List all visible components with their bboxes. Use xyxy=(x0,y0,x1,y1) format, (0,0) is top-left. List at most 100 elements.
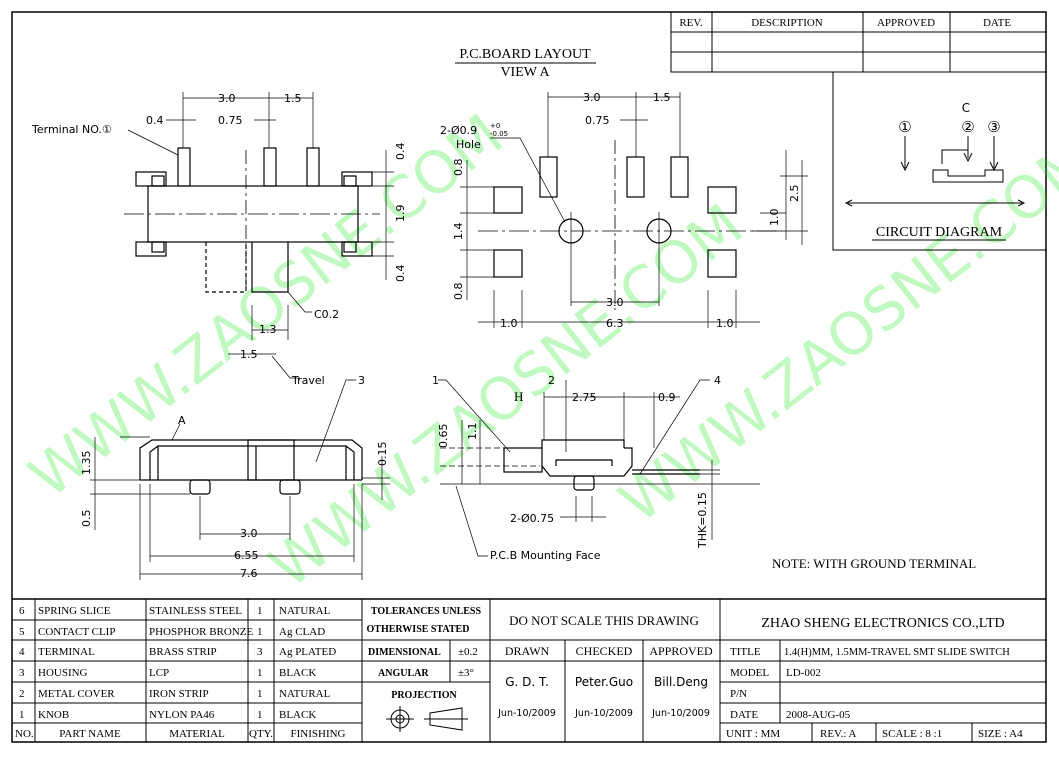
bom-row-part: TERMINAL xyxy=(38,646,95,658)
bom-row-part: SPRING SLICE xyxy=(38,605,111,617)
bom-header-qty: QTY. xyxy=(249,728,273,740)
pcb-hole-tol-minus: -0.05 xyxy=(490,130,508,138)
checked-header: CHECKED xyxy=(576,644,633,658)
bom-header-no: NO. xyxy=(15,728,34,740)
top-dim-0-75: 0.75 xyxy=(218,114,243,127)
approved-by: Bill.Deng xyxy=(654,675,708,689)
sheet-border xyxy=(11,11,1047,743)
top-dim-1-3: 1.3 xyxy=(259,323,277,336)
bom-row-qty: 1 xyxy=(257,667,263,679)
front-dim-6-55: 6.55 xyxy=(234,549,259,562)
top-dim-right-1-9: 1.9 xyxy=(394,205,407,223)
circuit-diagram-title: CIRCUIT DIAGRAM xyxy=(876,225,1003,240)
bom-row-no: 4 xyxy=(19,646,25,658)
do-not-scale-notice: DO NOT SCALE THIS DRAWING xyxy=(509,613,699,628)
rev-header: REV. xyxy=(679,17,703,29)
title-value: 1.4(H)MM, 1.5MM-TRAVEL SMT SLIDE SWITCH xyxy=(784,647,1010,658)
model-label: MODEL xyxy=(730,667,769,679)
projection-symbol-icon xyxy=(386,706,468,732)
side-dim-0-65: 0.65 xyxy=(437,424,450,449)
side-dim-post: 2-Ø0.75 xyxy=(510,512,554,525)
date-header: DATE xyxy=(983,17,1011,29)
pcb-dim-3-0: 3.0 xyxy=(583,91,601,104)
side-label-h: H xyxy=(514,389,523,404)
scale-label: SCALE : 8 :1 xyxy=(882,728,942,740)
description-header: DESCRIPTION xyxy=(751,17,823,29)
top-dim-right-0-4a: 0.4 xyxy=(394,143,407,161)
bom-row-finish: Ag CLAD xyxy=(279,626,325,638)
pcb-hole-tol-plus: +0 xyxy=(490,122,500,130)
side-callout-4: 4 xyxy=(714,374,721,387)
bom-row-no: 1 xyxy=(19,709,25,721)
pcb-dim-2-5: 2.5 xyxy=(788,185,801,203)
tolerance-dimensional: DIMENSIONAL xyxy=(368,647,441,658)
table-row: 1 KNOB NYLON PA46 1 BLACK xyxy=(19,709,316,721)
bom-row-qty: 3 xyxy=(257,646,263,658)
top-dim-0-4: 0.4 xyxy=(146,114,164,127)
top-dim-c0-2: C0.2 xyxy=(314,308,339,321)
drawn-header: DRAWN xyxy=(505,644,550,658)
approved-header-bottom: APPROVED xyxy=(649,644,713,658)
top-dim-3-0: 3.0 xyxy=(218,92,236,105)
company-name: ZHAO SHENG ELECTRONICS CO.,LTD xyxy=(761,616,1004,631)
top-dim-1-5: 1.5 xyxy=(284,92,302,105)
front-dim-0-15: 0.15 xyxy=(376,442,389,467)
bom-row-part: KNOB xyxy=(38,709,69,721)
front-dim-7-6: 7.6 xyxy=(240,567,258,580)
top-dim-right-0-4b: 0.4 xyxy=(394,265,407,283)
pcb-layout-title: P.C.BOARD LAYOUT xyxy=(459,47,591,62)
pcb-view-a: VIEW A xyxy=(500,65,550,80)
circuit-diagram: C ① ② ③ CIRCUIT DIAGRAM xyxy=(832,71,1047,251)
pcb-dim-1-0-vertical: 1.0 xyxy=(768,209,781,227)
bom-row-finish: NATURAL xyxy=(279,605,331,617)
bom-row-no: 3 xyxy=(19,667,25,679)
tolerance-dimensional-value: ±0.2 xyxy=(458,646,478,658)
pcb-hole-word: Hole xyxy=(456,138,481,151)
approved-date: Jun-10/2009 xyxy=(651,708,710,719)
bom-row-no: 2 xyxy=(19,688,25,700)
pcb-dim-6-3: 6.3 xyxy=(606,317,624,330)
drawn-date: Jun-10/2009 xyxy=(497,708,556,719)
bom-row-material: NYLON PA46 xyxy=(149,709,215,721)
pcb-dim-0-75: 0.75 xyxy=(585,114,610,127)
note-ground-terminal: NOTE: WITH GROUND TERMINAL xyxy=(772,556,976,571)
pcb-dim-0-8b: 0.8 xyxy=(452,283,465,301)
side-view xyxy=(438,379,760,557)
revision-label: REV.: A xyxy=(820,728,857,740)
pcb-dim-1-5: 1.5 xyxy=(653,91,671,104)
bom-row-qty: 1 xyxy=(257,709,263,721)
bom-row-part: METAL COVER xyxy=(38,688,115,700)
bom-row-part: HOUSING xyxy=(38,667,88,679)
date-value: 2008-AUG-05 xyxy=(786,709,851,721)
pcb-dim-1-0-left: 1.0 xyxy=(500,317,518,330)
circuit-c-label: C xyxy=(962,101,970,115)
bom-row-material: LCP xyxy=(149,667,169,679)
front-dim-3-0: 3.0 xyxy=(240,527,258,540)
table-row: 5 CONTACT CLIP PHOSPHOR BRONZE 1 Ag CLAD xyxy=(19,626,325,638)
tolerance-title-2: OTHERWISE STATED xyxy=(367,624,470,635)
bom-row-finish: BLACK xyxy=(279,709,316,721)
tolerance-angular-value: ±3° xyxy=(458,667,474,679)
circuit-pin-1: ① xyxy=(898,118,911,136)
pcb-mounting-face: P.C.B Mounting Face xyxy=(490,549,601,562)
tolerance-angular: ANGULAR xyxy=(378,668,429,679)
side-callout-2: 2 xyxy=(548,374,555,387)
front-label-a: A xyxy=(178,414,186,427)
projection-label: PROJECTION xyxy=(391,690,457,701)
terminal-no-label: Terminal NO.① xyxy=(31,123,112,136)
bom-header-finish: FINISHING xyxy=(291,728,346,740)
bom-row-no: 6 xyxy=(19,605,25,617)
bom-row-part: CONTACT CLIP xyxy=(38,626,115,638)
pcb-dim-3-0b: 3.0 xyxy=(606,296,624,309)
front-dim-0-5: 0.5 xyxy=(80,510,93,528)
drawn-by: G. D. T. xyxy=(505,675,549,689)
title-label: TITLE xyxy=(730,646,761,658)
side-dim-1-1: 1.1 xyxy=(466,423,479,441)
table-row: 3 HOUSING LCP 1 BLACK xyxy=(19,667,316,679)
bom-row-material: BRASS STRIP xyxy=(149,646,217,658)
circuit-pin-2: ② xyxy=(961,118,974,136)
travel-label: Travel xyxy=(291,374,325,387)
circuit-pin-3: ③ xyxy=(987,118,1000,136)
table-row: 4 TERMINAL BRASS STRIP 3 Ag PLATED xyxy=(19,646,336,658)
